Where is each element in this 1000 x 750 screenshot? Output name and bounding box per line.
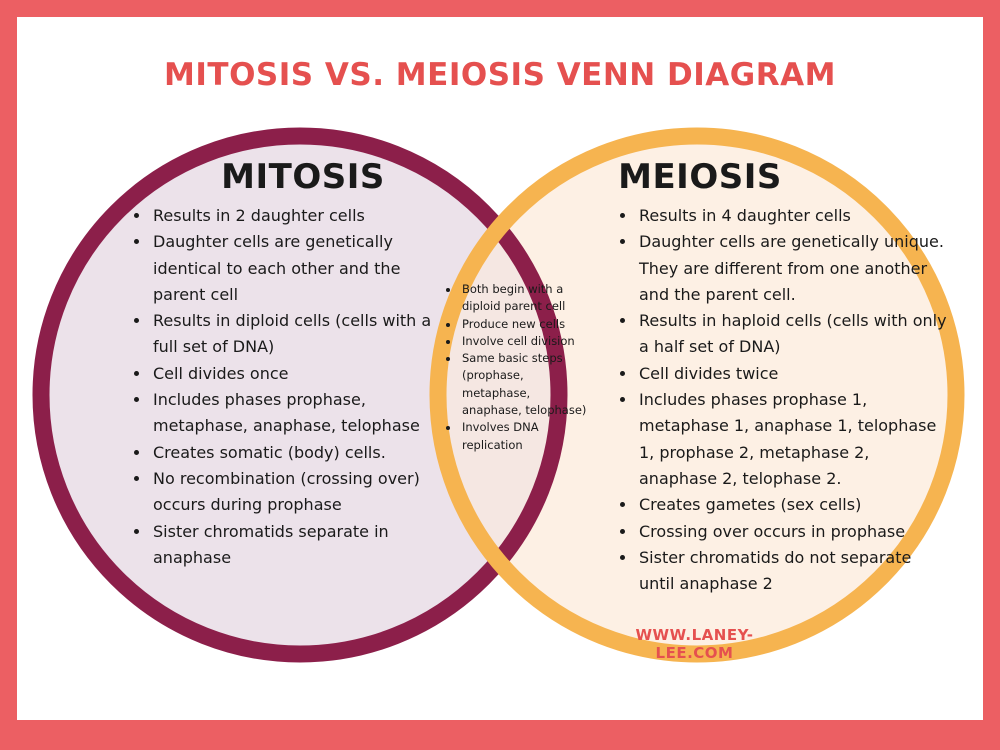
meiosis-circle <box>430 128 964 662</box>
list-item: Creates somatic (body) cells. <box>151 440 436 466</box>
meiosis-list: Results in 4 daughter cells Daughter cel… <box>617 203 949 597</box>
list-item: Results in 4 daughter cells <box>637 203 949 229</box>
list-item: Includes phases prophase, metaphase, ana… <box>151 387 436 440</box>
list-item: Daughter cells are genetically unique. T… <box>637 229 949 308</box>
list-item: Cell divides once <box>151 361 436 387</box>
meiosis-heading: MEIOSIS <box>618 157 782 197</box>
website-link[interactable]: WWW.LANEY-LEE.COM <box>635 626 754 662</box>
page-title: MITOSIS VS. MEIOSIS VENN DIAGRAM <box>164 57 836 93</box>
list-item: Creates gametes (sex cells) <box>637 492 949 518</box>
mitosis-circle <box>33 128 567 662</box>
list-item: Daughter cells are genetically identical… <box>151 229 436 308</box>
list-item: Sister chromatids separate in anaphase <box>151 519 436 572</box>
list-item: No recombination (crossing over) occurs … <box>151 466 436 519</box>
mitosis-ring <box>32 127 568 663</box>
list-item: Includes phases prophase 1, metaphase 1,… <box>637 387 949 492</box>
list-item: Involve cell division <box>460 333 592 350</box>
list-item: Both begin with a diploid parent cell <box>460 281 592 316</box>
mitosis-list: Results in 2 daughter cells Daughter cel… <box>131 203 436 571</box>
diagram-frame: MITOSIS VS. MEIOSIS VENN DIAGRAM MITOSIS… <box>17 17 983 720</box>
list-item: Same basic steps (prophase, metaphase, a… <box>460 350 592 419</box>
both-list: Both begin with a diploid parent cell Pr… <box>443 281 592 454</box>
list-item: Sister chromatids do not separate until … <box>637 545 949 598</box>
list-item: Results in haploid cells (cells with onl… <box>637 308 949 361</box>
venn-diagram <box>32 127 965 663</box>
list-item: Cell divides twice <box>637 361 949 387</box>
list-item: Results in 2 daughter cells <box>151 203 436 229</box>
list-item: Crossing over occurs in prophase <box>637 519 949 545</box>
list-item: Involves DNA replication <box>460 419 592 454</box>
meiosis-ring <box>429 127 965 663</box>
list-item: Produce new cells <box>460 316 592 333</box>
mitosis-heading: MITOSIS <box>221 157 385 197</box>
list-item: Results in diploid cells (cells with a f… <box>151 308 436 361</box>
